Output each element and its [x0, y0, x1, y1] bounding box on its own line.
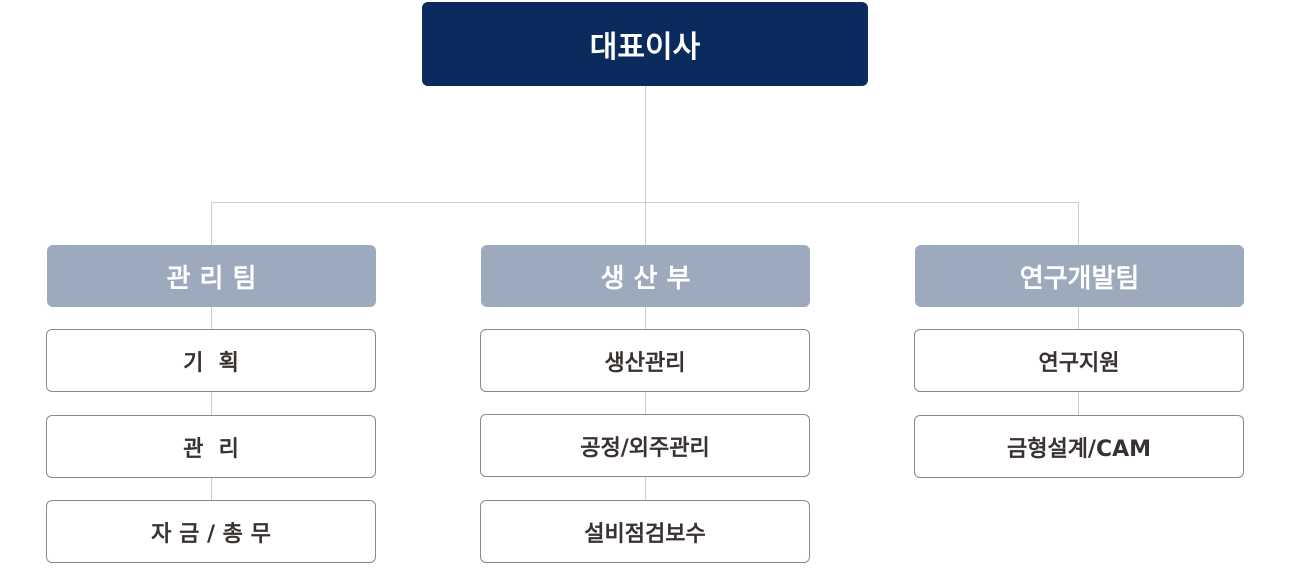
unit-label: 관 리 [183, 436, 239, 462]
unit-administration: 관 리 [46, 415, 376, 478]
unit-label: 금형설계/CAM [1006, 436, 1152, 462]
unit-production-management: 생산관리 [480, 329, 810, 392]
department-rnd-team: 연구개발팀 [915, 245, 1244, 307]
unit-equipment-maintenance: 설비점검보수 [480, 500, 810, 563]
ceo-label: 대표이사 [589, 30, 701, 65]
unit-planning: 기 획 [46, 329, 376, 392]
unit-label: 설비점검보수 [584, 521, 706, 547]
connector-horizontal [211, 202, 1079, 203]
unit-finance-general-affairs: 자 금 / 총 무 [46, 500, 376, 563]
connector-dept-3-vertical [1078, 202, 1079, 245]
unit-research-support: 연구지원 [914, 329, 1244, 392]
unit-label: 자 금 / 총 무 [151, 521, 271, 547]
department-label: 생 산 부 [600, 263, 691, 294]
department-label: 연구개발팀 [1019, 263, 1140, 294]
unit-label: 생산관리 [604, 350, 686, 376]
department-production: 생 산 부 [481, 245, 810, 307]
unit-label: 연구지원 [1038, 350, 1120, 376]
department-management-team: 관 리 팀 [47, 245, 376, 307]
connector-dept-1-vertical [211, 202, 212, 245]
department-label: 관 리 팀 [166, 263, 257, 294]
connector-dept-1-units [211, 307, 212, 501]
unit-process-outsourcing: 공정/외주관리 [480, 414, 810, 477]
ceo-box: 대표이사 [422, 2, 868, 86]
connector-ceo-vertical [645, 86, 646, 245]
unit-mold-design-cam: 금형설계/CAM [914, 415, 1244, 478]
connector-dept-2-units [645, 307, 646, 501]
unit-label: 기 획 [183, 350, 239, 376]
unit-label: 공정/외주관리 [580, 435, 710, 461]
